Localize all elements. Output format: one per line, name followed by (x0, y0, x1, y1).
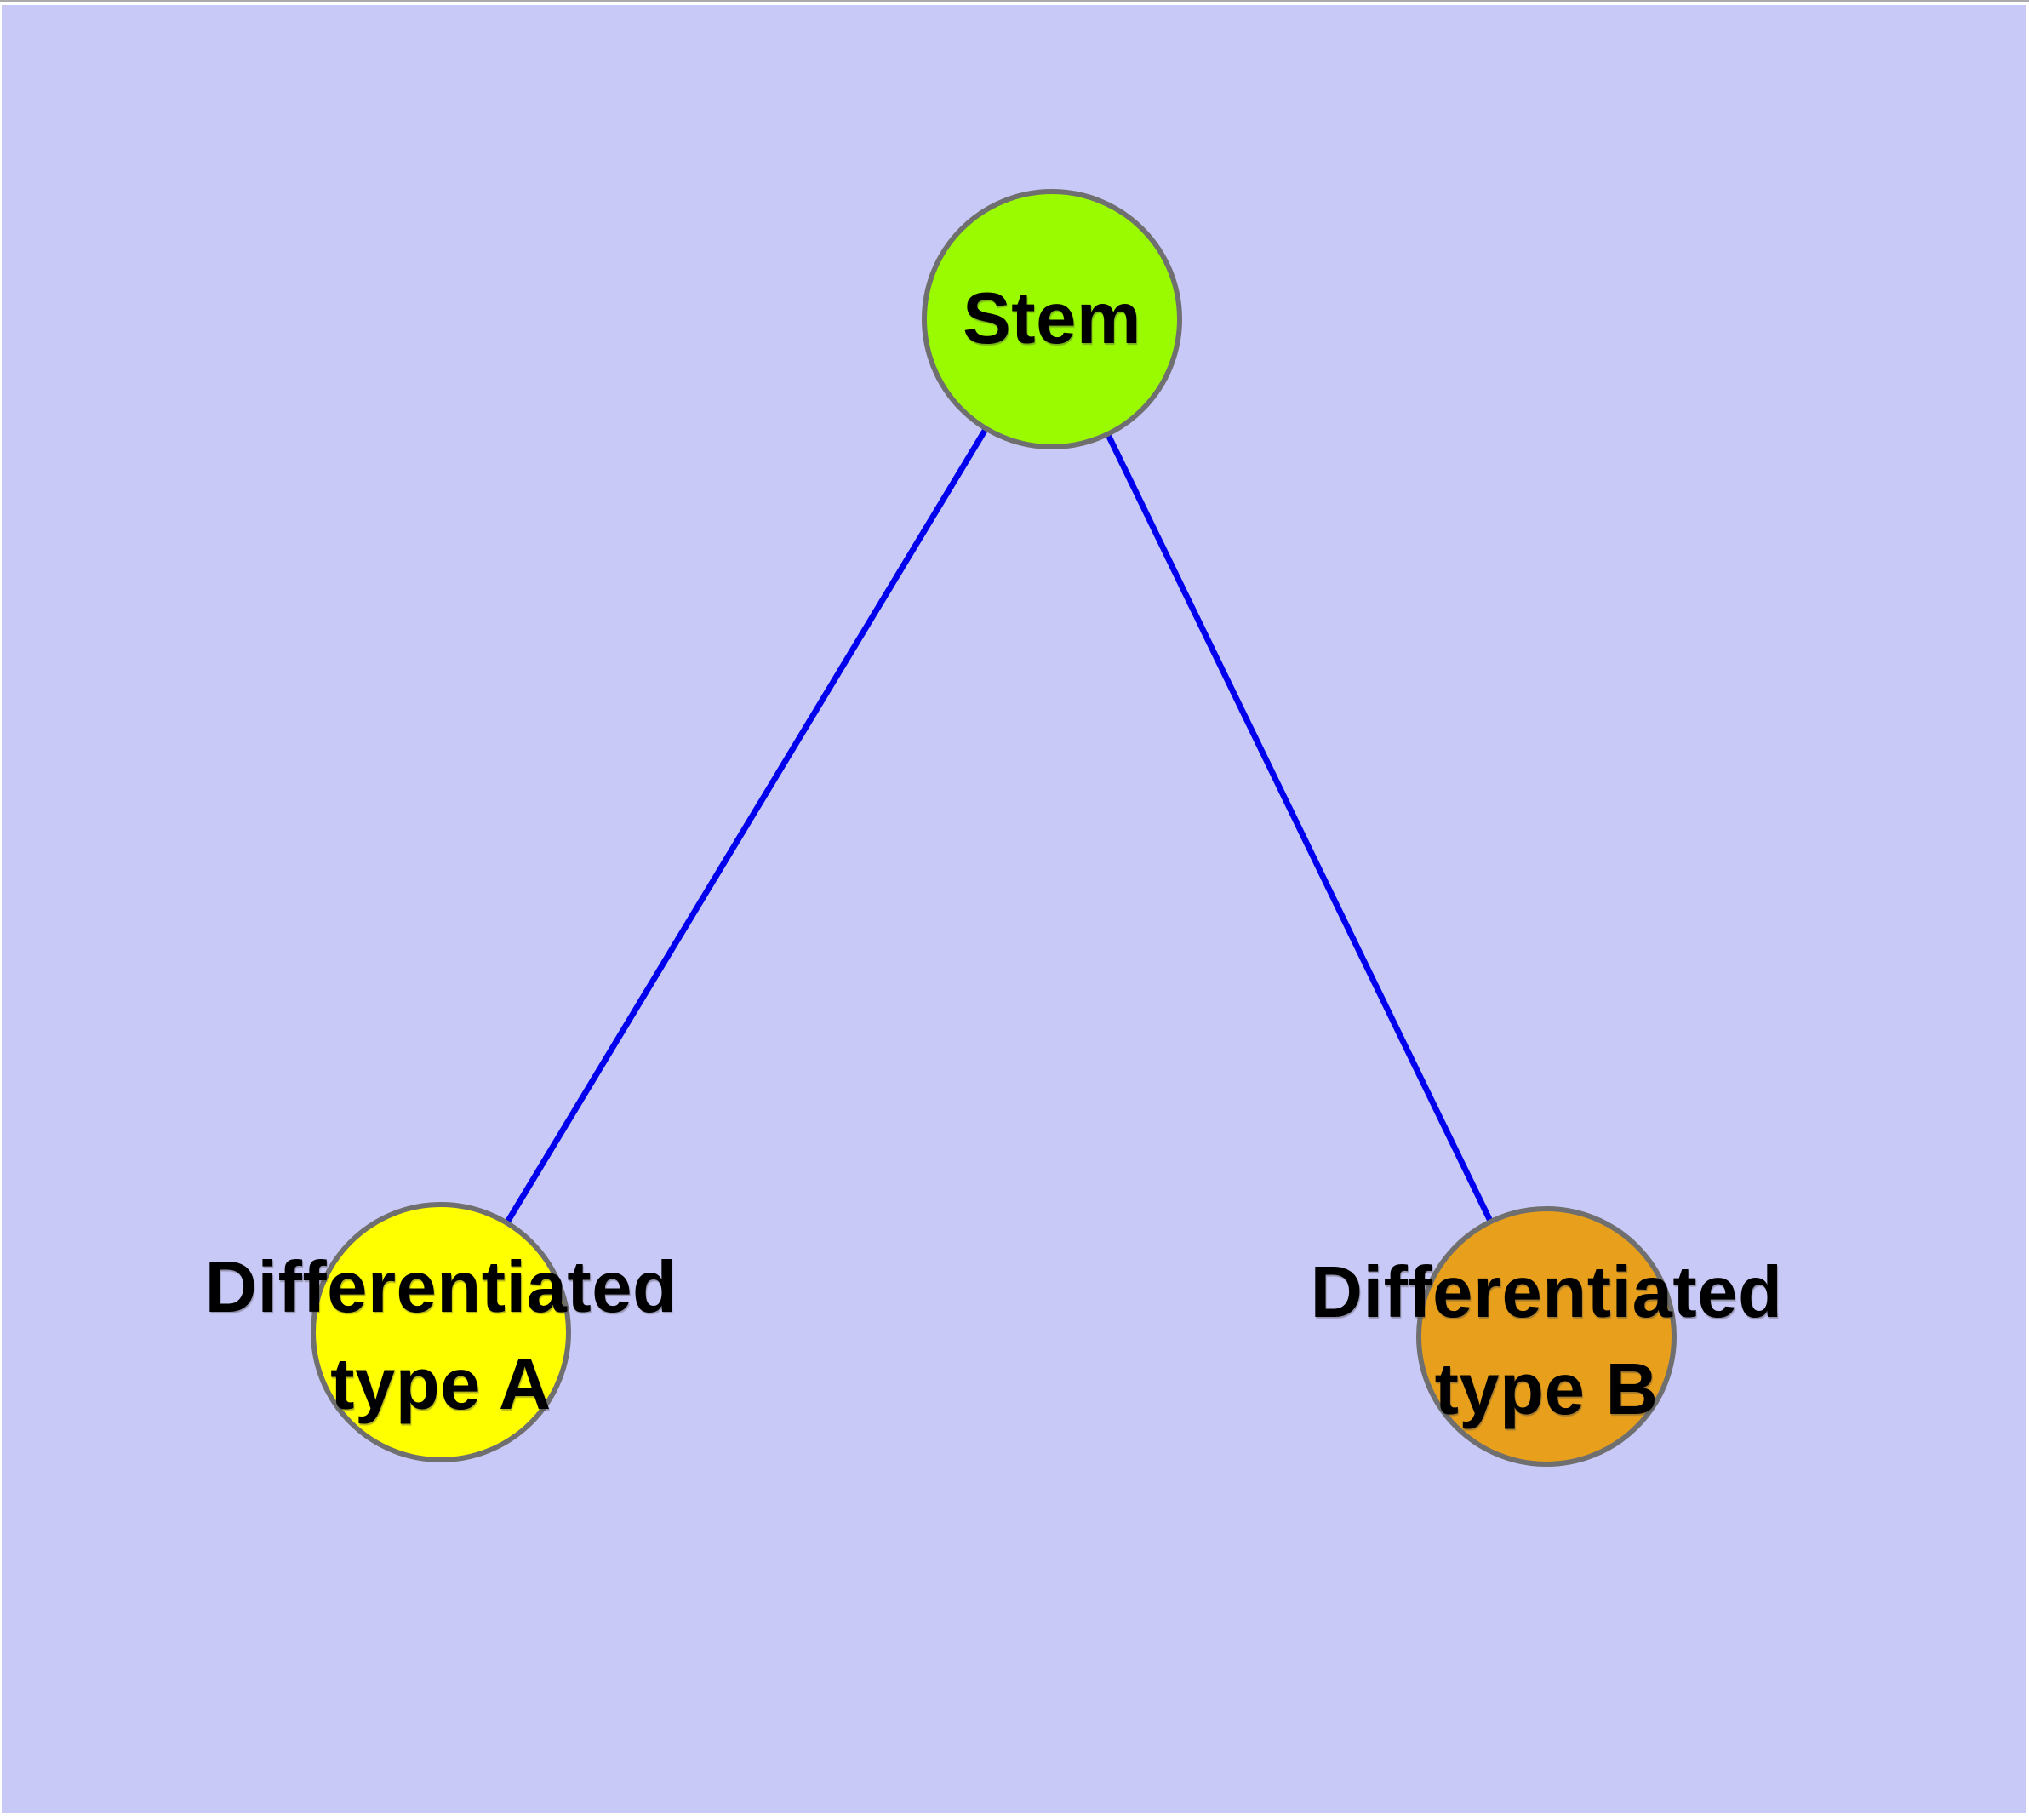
node-stem[interactable] (922, 189, 1182, 449)
top-border-line (0, 0, 2029, 2)
node-diff-a[interactable] (311, 1202, 571, 1462)
edge-stem-diff-b (1049, 318, 1550, 1338)
edge-stem-diff-a (438, 318, 1055, 1334)
node-diff-b[interactable] (1416, 1206, 1677, 1467)
